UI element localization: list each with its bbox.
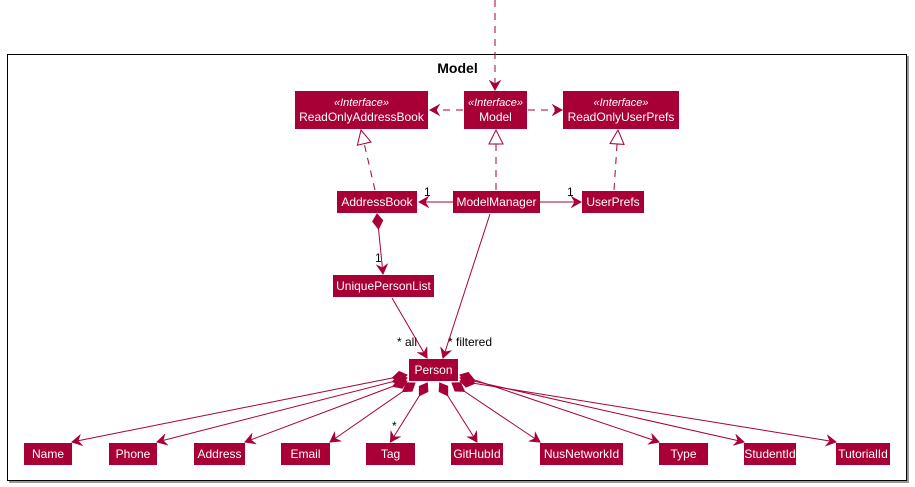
class-readonlyuserprefs[interactable]: «Interface» ReadOnlyUserPrefs [563, 91, 679, 129]
edge-modelmanager-person [443, 213, 491, 358]
class-githubid[interactable]: GitHubId [451, 443, 503, 465]
edge-addressbook-realizes [361, 130, 376, 191]
class-nusnetworkid[interactable]: NusNetworkId [540, 443, 623, 465]
class-name: Person [414, 363, 453, 377]
class-name: Type [670, 447, 697, 461]
class-name: Name [31, 447, 64, 461]
class-userprefs[interactable]: UserPrefs [582, 191, 644, 213]
multiplicity-addressbook: 1 [424, 185, 431, 199]
class-address[interactable]: Address [194, 443, 245, 465]
edge-person-githubid [440, 383, 477, 442]
class-name: UserPrefs [586, 195, 640, 209]
class-model[interactable]: «Interface» Model [464, 91, 527, 129]
class-name: Tag [380, 447, 401, 461]
class-name: ReadOnlyAddressBook [299, 109, 424, 124]
edge-person-tag [391, 383, 428, 442]
class-modelmanager[interactable]: ModelManager [453, 191, 540, 213]
class-name: Phone [115, 447, 151, 461]
edge-person-name [72, 375, 407, 442]
model-package-frame [7, 54, 907, 481]
label-all: * all [397, 335, 418, 349]
class-tag[interactable]: Tag [366, 443, 415, 465]
class-name: Email [290, 447, 321, 461]
class-name: NusNetworkId [543, 447, 620, 461]
edge-addressbook-uniquepersonlist [377, 214, 383, 274]
person-attribute-edges [72, 375, 836, 442]
edge-person-phone [157, 378, 407, 442]
class-studentid[interactable]: StudentId [744, 443, 796, 465]
class-name: Address [197, 447, 242, 461]
class-name-attr[interactable]: Name [24, 443, 72, 465]
edge-person-address [245, 381, 407, 442]
class-name: Model [479, 109, 512, 124]
class-name: ModelManager [456, 195, 537, 209]
class-name: UniquePersonList [336, 279, 431, 293]
edge-uniquepersonlist-person [391, 297, 427, 358]
class-email[interactable]: Email [281, 443, 330, 465]
package-title: Model [437, 60, 478, 76]
multiplicity-tag: * [392, 419, 397, 433]
class-person[interactable]: Person [409, 359, 458, 381]
multiplicity-userprefs: 1 [567, 185, 574, 199]
class-type[interactable]: Type [659, 443, 708, 465]
stereotype-label: «Interface» [593, 96, 649, 109]
class-name: GitHubId [453, 447, 501, 461]
class-name: AddressBook [341, 195, 413, 209]
class-tutorialid[interactable]: TutorialId [836, 443, 890, 465]
class-uniquepersonlist[interactable]: UniquePersonList [333, 275, 434, 297]
edge-person-email [330, 383, 415, 442]
class-name: TutorialId [838, 447, 888, 461]
edge-userprefs-realizes [614, 130, 618, 191]
class-name: StudentId [744, 447, 796, 461]
multiplicity-uniquepersonlist: 1 [375, 251, 382, 265]
class-phone[interactable]: Phone [109, 443, 157, 465]
label-filtered: * filtered [448, 335, 493, 349]
class-name: ReadOnlyUserPrefs [567, 109, 675, 124]
class-addressbook[interactable]: AddressBook [337, 191, 417, 213]
edge-person-tutorialid [460, 381, 836, 442]
stereotype-label: «Interface» [467, 96, 524, 109]
class-readonlyaddressbook[interactable]: «Interface» ReadOnlyAddressBook [295, 91, 428, 129]
stereotype-label: «Interface» [333, 96, 390, 109]
